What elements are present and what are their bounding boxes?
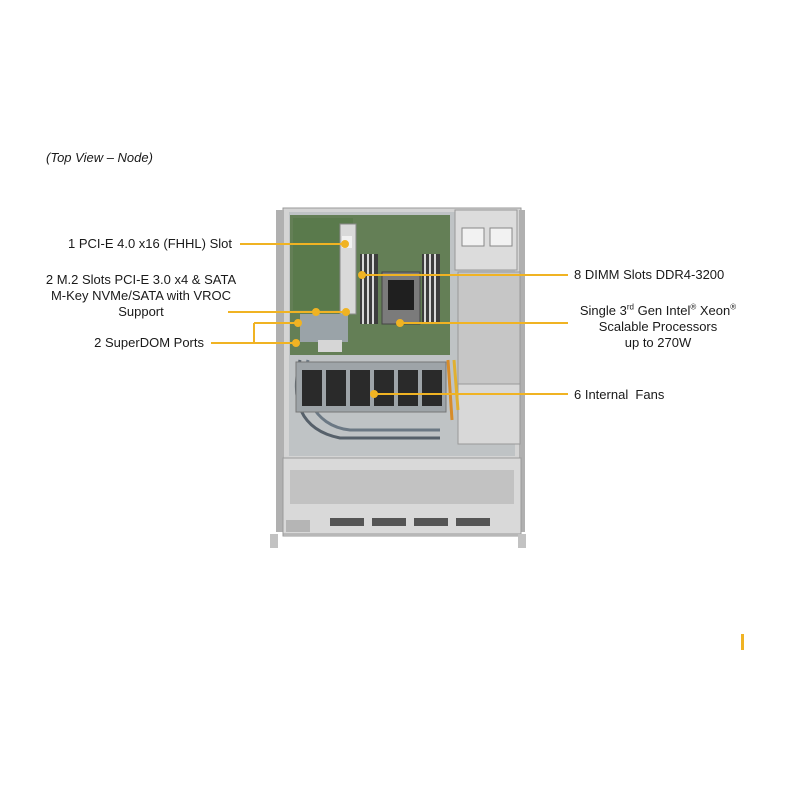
pcie-riser [339, 223, 357, 315]
dimm-slots [360, 254, 440, 324]
label-m2-line1: 2 M.2 Slots PCI-E 3.0 x4 & SATA [45, 272, 237, 287]
label-superdom: 2 SuperDOM Ports [94, 335, 204, 350]
m2-area [300, 314, 348, 352]
fan-row [295, 361, 447, 413]
label-m2-slots: 2 M.2 Slots PCI-E 3.0 x4 & SATA M-Key NV… [18, 272, 264, 320]
label-cpu-line2: Scalable Processors [598, 319, 718, 334]
label-fans: 6 Internal Fans [574, 387, 665, 402]
accent-mark [741, 634, 744, 650]
label-cpu-line3: up to 270W [624, 335, 692, 350]
label-cpu: Single 3rd Gen Intel® Xeon® Scalable Pro… [560, 303, 756, 351]
cpu-socket [381, 271, 421, 325]
label-dimm: 8 DIMM Slots DDR4-3200 [574, 267, 725, 282]
front-bay [270, 457, 526, 548]
view-caption: (Top View – Node) [46, 150, 153, 165]
label-m2-line2: M-Key NVMe/SATA with VROC [50, 288, 232, 303]
power-supplies [454, 209, 521, 445]
callout-lines [211, 240, 568, 398]
label-pcie-slot: 1 PCI-E 4.0 x16 (FHHL) Slot [68, 236, 232, 251]
label-m2-line3: Support [118, 304, 164, 319]
label-cpu-line1: Single 3rd Gen Intel® Xeon® [579, 302, 737, 318]
